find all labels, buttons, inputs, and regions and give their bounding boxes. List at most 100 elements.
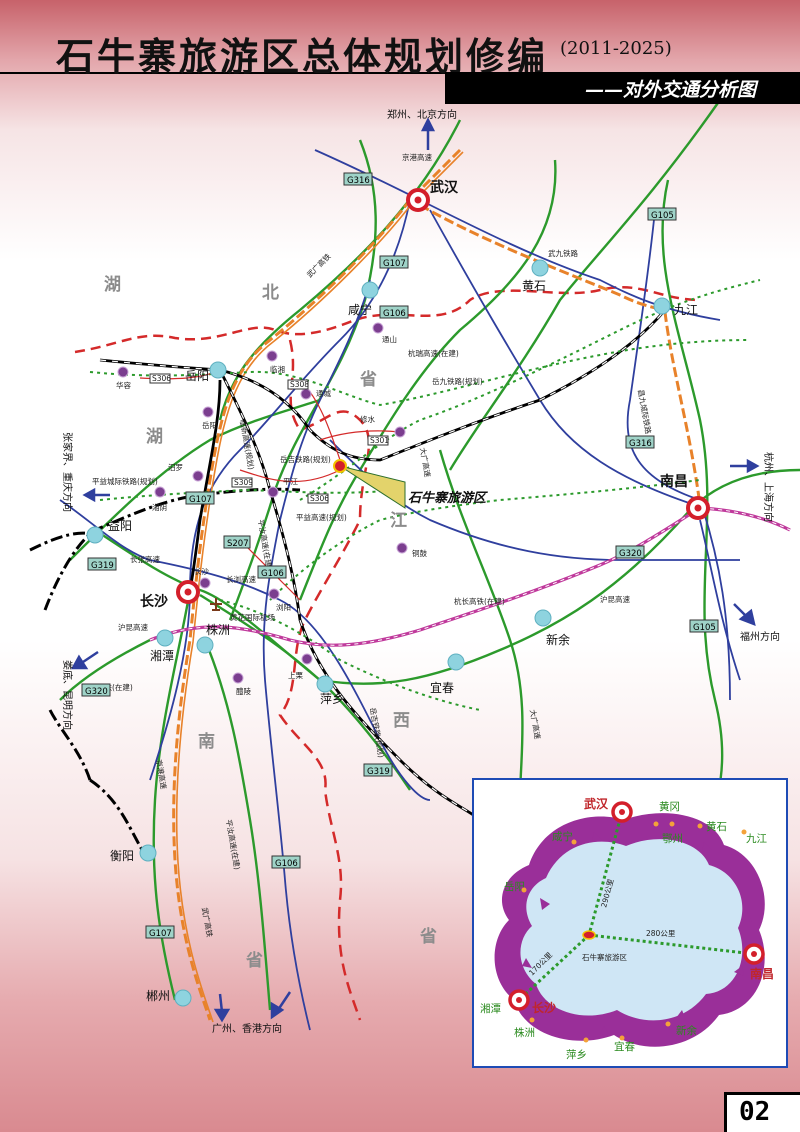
dir-label-south: 广州、香港方向 bbox=[212, 1022, 282, 1035]
road-label-pingru: 平汝高速(在建) bbox=[256, 519, 275, 571]
page-title: 石牛寨旅游区总体规划修编 bbox=[56, 34, 549, 79]
station-yichun bbox=[447, 653, 465, 671]
svg-text:S309: S309 bbox=[234, 478, 253, 487]
city-marker-wuhan bbox=[406, 188, 430, 212]
inset-dist-nanchang: 280公里 bbox=[646, 929, 676, 938]
svg-text:S301: S301 bbox=[370, 436, 389, 445]
province-char-9: 省 bbox=[419, 926, 437, 947]
city-label-zhuzhou: 株洲 bbox=[206, 622, 230, 637]
inset-lake bbox=[520, 839, 743, 1021]
town-liling bbox=[232, 672, 244, 684]
inset-ring-arrows bbox=[522, 832, 752, 1036]
road-label-jinggang: 京港高速 bbox=[402, 152, 432, 162]
city-label-nanchang: 南昌 bbox=[660, 473, 688, 490]
svg-text:G105: G105 bbox=[693, 623, 716, 633]
inset-city-yueyang: 岳阳 bbox=[504, 881, 525, 893]
road-label-hangrui: 杭瑞高速(在建) bbox=[408, 348, 459, 358]
shield-g107b: G107 bbox=[185, 491, 215, 505]
inset-city-huangshi: 黄石 bbox=[706, 820, 727, 833]
shield-g320b: G320 bbox=[81, 683, 111, 697]
shield-g319a: G319 bbox=[87, 557, 117, 571]
arrow-southwest bbox=[70, 650, 99, 670]
svg-text:S308: S308 bbox=[290, 380, 309, 389]
shield-g106c: G106 bbox=[271, 855, 301, 869]
svg-text:G319: G319 bbox=[91, 561, 114, 571]
road-label-yuejiu: 岳九铁路(规划) bbox=[432, 376, 483, 386]
arrow-north bbox=[420, 117, 436, 150]
inset-city-jiujiang: 九江 bbox=[746, 833, 767, 845]
shield-s309: S309 bbox=[231, 477, 253, 488]
direction-arrows bbox=[70, 117, 760, 1023]
inset-label-xiangtan: 湘潭 bbox=[480, 1002, 501, 1015]
svg-text:G320: G320 bbox=[85, 687, 108, 697]
road-label-yueji: 岳吉铁路(规划) bbox=[280, 454, 331, 464]
town-tongcheng bbox=[300, 388, 312, 400]
shield-s308: S308 bbox=[287, 379, 309, 390]
inset-city-pingxiang: 萍乡 bbox=[566, 1049, 587, 1061]
town-huarong bbox=[117, 366, 129, 378]
city-label-pingxiang: 萍乡 bbox=[320, 692, 344, 706]
page-years: (2011-2025) bbox=[560, 38, 672, 59]
town-label-tongcheng: 通城 bbox=[316, 388, 331, 398]
inset-label-changsha: 长沙 bbox=[532, 1000, 556, 1015]
arrow-east bbox=[730, 458, 760, 474]
town-markers bbox=[117, 322, 408, 684]
station-markers bbox=[86, 259, 671, 1007]
dir-label-southwest: 娄底、昆明方向 bbox=[61, 660, 74, 730]
town-label-yueyang-county: 岳阳 bbox=[202, 420, 217, 430]
svg-text:G107: G107 bbox=[189, 495, 212, 505]
town-label-tongshan: 通山 bbox=[382, 334, 397, 344]
city-marker-changsha bbox=[176, 580, 200, 604]
road-label-wujiu: 武九铁路 bbox=[548, 248, 578, 258]
road-label-pingyi-exp: 平益高速(规划) bbox=[296, 512, 347, 522]
town-label-shangli: 上栗 bbox=[288, 671, 303, 680]
inset-city-dots bbox=[521, 821, 747, 1043]
province-char-3: 省 bbox=[359, 369, 377, 390]
town-label-huarong: 华容 bbox=[116, 380, 131, 390]
svg-text:S306: S306 bbox=[152, 374, 171, 383]
road-label-wuguang: 武广高铁 bbox=[304, 251, 333, 280]
town-label-pingjiang: 平江 bbox=[283, 477, 298, 486]
inset-center-marker bbox=[582, 930, 596, 940]
shield-s301: S301 bbox=[367, 435, 389, 446]
road-label-changzhang: 长张高速 bbox=[130, 554, 160, 564]
shield-g320a: G320 bbox=[615, 545, 645, 559]
town-xiangyin bbox=[154, 486, 166, 498]
province-char-4: 湖 bbox=[146, 427, 163, 447]
inset-marker-wuhan bbox=[611, 801, 633, 823]
city-label-xianning: 咸宁 bbox=[348, 302, 372, 317]
province-char-1: 湖 bbox=[104, 275, 121, 295]
town-shangli bbox=[301, 653, 313, 665]
svg-text:G106: G106 bbox=[383, 309, 406, 319]
city-label-xinyu: 新余 bbox=[546, 632, 570, 647]
road-label-yueji2: 岳吉铁路(规划) bbox=[368, 707, 387, 759]
city-label-changsha: 长沙 bbox=[140, 593, 168, 610]
town-label-liling: 醴陵 bbox=[236, 686, 251, 696]
city-label-xiangtan: 湘潭 bbox=[150, 648, 174, 663]
inset-city-zhuzhou: 株洲 bbox=[514, 1026, 535, 1039]
inset-marker-changsha bbox=[508, 989, 530, 1011]
town-label-liuyang: 浏阳 bbox=[276, 602, 291, 612]
town-label-xiangyin: 湘阴 bbox=[152, 503, 167, 512]
province-char-7: 江 bbox=[390, 511, 407, 531]
airport-icon bbox=[210, 598, 222, 611]
arrow-south-b bbox=[270, 991, 292, 1020]
destination-pointer bbox=[339, 465, 406, 509]
city-label-hengyang: 衡阳 bbox=[110, 849, 134, 863]
shield-s306: S306 bbox=[149, 373, 171, 384]
town-tongshan bbox=[372, 322, 384, 334]
svg-text:G316: G316 bbox=[629, 439, 652, 449]
shield-g319b: G319 bbox=[363, 763, 393, 777]
shield-g106a: G106 bbox=[379, 305, 409, 319]
road-label-daguang: 大广高速 bbox=[418, 447, 433, 479]
destination-marker bbox=[333, 459, 347, 473]
arrow-south-a bbox=[213, 993, 231, 1023]
inset-label-wuhan: 武汉 bbox=[584, 796, 609, 811]
inset-city-xinyu: 新余 bbox=[676, 1024, 697, 1037]
town-label-tonggu: 铜鼓 bbox=[412, 548, 427, 558]
shield-g316a: G316 bbox=[343, 172, 373, 186]
inset-marker-nanchang bbox=[743, 943, 765, 965]
header-rule bbox=[0, 72, 445, 74]
town-label-xiushui: 修水 bbox=[360, 414, 375, 424]
